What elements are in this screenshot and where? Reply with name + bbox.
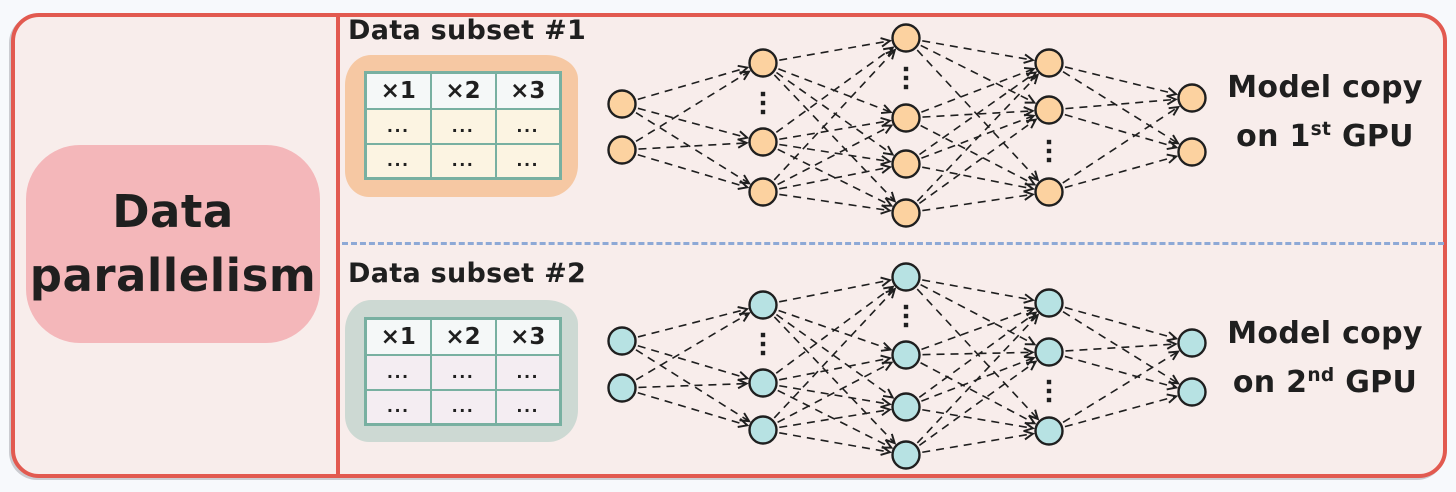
table-cell: ... <box>364 388 432 426</box>
data-subset-1-label: Data subset #1 <box>348 15 587 46</box>
table-cell: ... <box>429 142 497 180</box>
table-row: ... ... ... <box>364 353 562 391</box>
table-header-cell: ×3 <box>494 317 562 356</box>
table-header-cell: ×1 <box>364 317 432 356</box>
table-cell: ... <box>429 388 497 426</box>
model-copy-gpu1-label: Model copy on 1st GPU <box>1196 70 1454 154</box>
title-line-1: Data <box>112 185 234 239</box>
table-cell: ... <box>364 353 432 391</box>
vertical-divider <box>336 15 340 476</box>
gpu-line: on 1st GPU <box>1236 119 1414 154</box>
ordinal-superscript: st <box>1310 119 1332 140</box>
gpu-line: on 2nd GPU <box>1232 365 1418 400</box>
data-subset-2-label: Data subset #2 <box>348 258 587 289</box>
table-row: ... ... ... <box>364 107 562 145</box>
ordinal-superscript: nd <box>1307 365 1335 386</box>
table-row: ... ... ... <box>364 388 562 426</box>
model-copy-line: Model copy <box>1227 316 1423 351</box>
title-line-2: parallelism <box>29 249 317 302</box>
model-copy-line: Model copy <box>1227 70 1423 105</box>
table-header-cell: ×3 <box>494 71 562 110</box>
data-parallelism-title-box: Data parallelism <box>26 145 320 343</box>
table-cell: ... <box>429 107 497 145</box>
table-header-cell: ×2 <box>429 71 497 110</box>
table-cell: ... <box>494 142 562 180</box>
data-subset-1-table: ×1 ×2 ×3 ... ... ... ... ... ... <box>364 71 562 180</box>
table-cell: ... <box>494 107 562 145</box>
table-row: ... ... ... <box>364 142 562 180</box>
data-subset-2-table: ×1 ×2 ×3 ... ... ... ... ... ... <box>364 317 562 426</box>
table-cell: ... <box>364 107 432 145</box>
table-cell: ... <box>364 142 432 180</box>
table-header-cell: ×2 <box>429 317 497 356</box>
gpu-sections-divider <box>342 242 1444 245</box>
model-copy-gpu2-label: Model copy on 2nd GPU <box>1196 316 1454 400</box>
table-cell: ... <box>494 388 562 426</box>
table-header-cell: ×1 <box>364 71 432 110</box>
table-cell: ... <box>429 353 497 391</box>
table-cell: ... <box>494 353 562 391</box>
